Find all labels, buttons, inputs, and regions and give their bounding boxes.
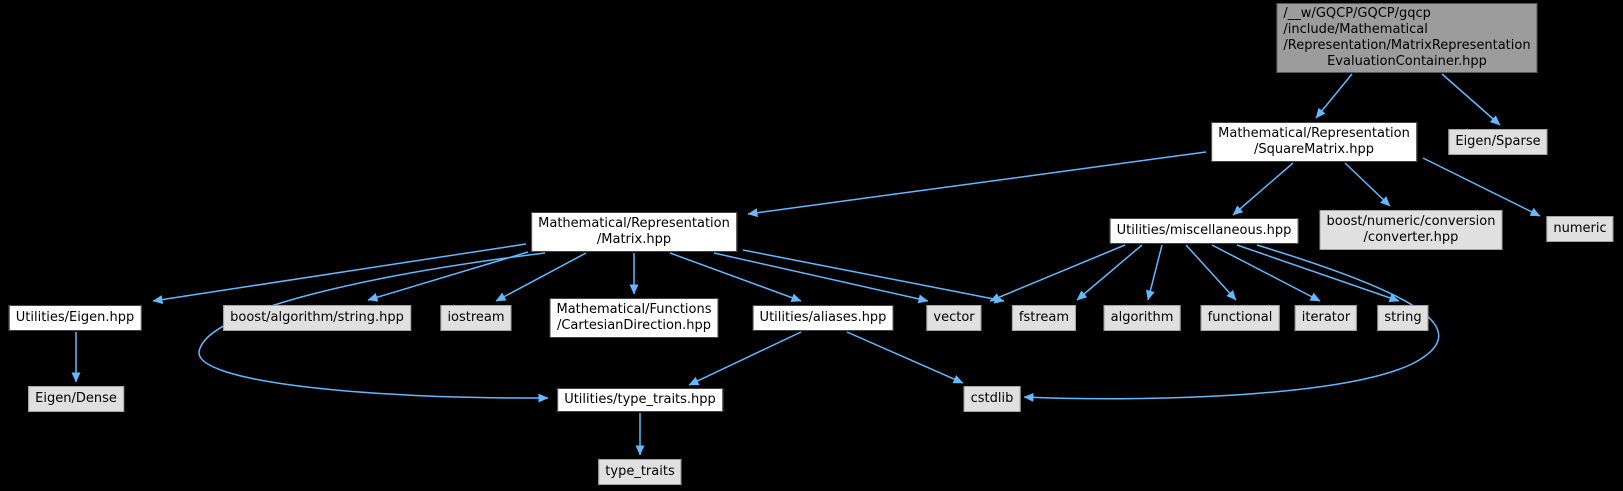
node-label-line: algorithm <box>1110 310 1174 325</box>
edge-matrix-to-booststring <box>367 251 529 302</box>
node-label-line: functional <box>1207 310 1273 325</box>
edge-misc-to-fstream <box>1076 244 1143 301</box>
node-label-line: Utilities/type_traits.hpp <box>564 392 716 407</box>
edge-main-to-eigensparse <box>1441 73 1501 126</box>
graph-node-squarematrix[interactable]: Mathematical/Representation/SquareMatrix… <box>1211 122 1417 162</box>
node-label-line: EvaluationContainer.hpp <box>1327 54 1487 69</box>
node-label-line: vector <box>933 310 975 325</box>
graph-node-cstdlib: cstdlib <box>963 386 1021 412</box>
node-label-line: /include/Mathematical <box>1283 22 1428 37</box>
edge-aliases-to-typetraitshpp <box>688 331 802 386</box>
edge-misc-to-vector <box>989 244 1126 302</box>
node-label-line: /Representation/MatrixRepresentation <box>1283 38 1531 53</box>
node-label-line: string <box>1384 310 1422 325</box>
node-label-line: Utilities/miscellaneous.hpp <box>1116 223 1292 238</box>
graph-node-converter: boost/numeric/conversion/converter.hpp <box>1319 210 1503 250</box>
edge-matrix-to-aliases <box>669 252 802 302</box>
graph-node-fstream: fstream <box>1011 305 1077 331</box>
graph-node-matrix[interactable]: Mathematical/Representation/Matrix.hpp <box>531 212 737 252</box>
edge-matrix-to-iostream <box>495 252 587 302</box>
node-label-line: Eigen/Sparse <box>1455 134 1541 149</box>
edge-matrix-to-eigenhpp <box>152 243 527 305</box>
edge-main-to-squarematrix <box>1315 73 1353 119</box>
edge-matrix-to-typetraitshpp <box>198 252 549 403</box>
edge-squarematrix-to-misc <box>1232 162 1294 216</box>
node-label-line: iterator <box>1301 310 1351 325</box>
edge-misc-to-cstdlib <box>1023 244 1440 402</box>
node-label-line: boost/numeric/conversion <box>1326 214 1496 229</box>
node-label-line: iostream <box>447 310 505 325</box>
node-label-line: Eigen/Dense <box>35 391 117 406</box>
graph-node-iterator: iterator <box>1294 305 1358 331</box>
graph-node-vector: vector <box>926 305 982 331</box>
node-label-line: /Matrix.hpp <box>596 232 672 247</box>
node-label-line: Mathematical/Representation <box>1218 126 1410 141</box>
node-label-line: /SquareMatrix.hpp <box>1254 142 1374 157</box>
graph-node-aliases[interactable]: Utilities/aliases.hpp <box>752 305 894 331</box>
node-label-line: numeric <box>1553 221 1607 236</box>
node-label-line: /converter.hpp <box>1363 230 1459 245</box>
edge-misc-to-iterator <box>1211 244 1321 302</box>
edge-matrix-to-fstream <box>742 249 1005 304</box>
node-label-line: Mathematical/Functions <box>556 302 712 317</box>
edge-misc-to-string <box>1236 244 1400 303</box>
graph-node-typetraitshpp[interactable]: Utilities/type_traits.hpp <box>557 388 723 412</box>
edge-matrix-to-vector <box>713 252 929 304</box>
node-label-line: type_traits <box>605 464 675 479</box>
graph-node-eigenhpp[interactable]: Utilities/Eigen.hpp <box>8 305 142 331</box>
node-label-line: Utilities/Eigen.hpp <box>15 310 135 325</box>
graph-node-booststring: boost/algorithm/string.hpp <box>223 305 411 331</box>
edge-squarematrix-to-matrix <box>747 151 1207 218</box>
node-label-line: /CartesianDirection.hpp <box>556 318 712 333</box>
node-label-line: boost/algorithm/string.hpp <box>230 310 404 325</box>
edge-misc-to-algorithm <box>1145 244 1163 301</box>
graph-node-cartesian[interactable]: Mathematical/Functions/CartesianDirectio… <box>549 298 719 338</box>
graph-node-iostream: iostream <box>440 305 512 331</box>
edge-squarematrix-to-converter <box>1344 162 1391 207</box>
graph-node-main: /__w/GQCP/GQCP/gqcp/include/Mathematical… <box>1276 3 1538 73</box>
node-label-line: cstdlib <box>970 391 1014 406</box>
graph-node-numeric: numeric <box>1546 216 1614 242</box>
graph-node-eigendense: Eigen/Dense <box>28 386 124 412</box>
node-label-line: /__w/GQCP/GQCP/gqcp <box>1283 6 1431 21</box>
graph-node-functional: functional <box>1200 305 1280 331</box>
graph-node-algorithm: algorithm <box>1103 305 1181 331</box>
node-label-line: fstream <box>1018 310 1070 325</box>
edge-aliases-to-cstdlib <box>846 331 964 384</box>
edge-squarematrix-to-numeric <box>1422 157 1541 217</box>
graph-node-eigensparse: Eigen/Sparse <box>1448 129 1548 155</box>
edge-misc-to-functional <box>1185 244 1237 301</box>
node-label-line: Mathematical/Representation <box>538 216 730 231</box>
graph-node-string: string <box>1377 305 1429 331</box>
node-label-line: Utilities/aliases.hpp <box>759 310 887 325</box>
graph-node-misc[interactable]: Utilities/miscellaneous.hpp <box>1109 218 1299 244</box>
graph-node-typetraits: type_traits <box>598 459 682 485</box>
